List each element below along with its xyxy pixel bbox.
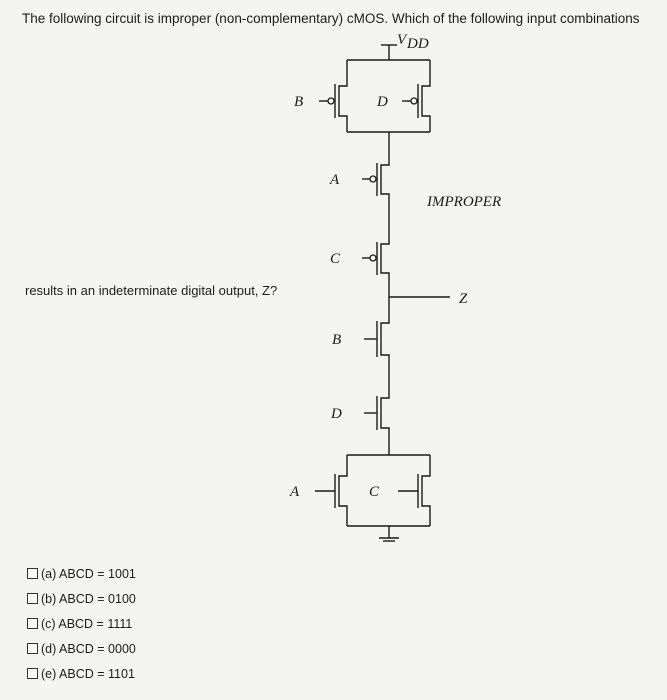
pmos-a-gate-label: A (329, 172, 340, 188)
ground-symbol (379, 526, 399, 542)
pmos-c-gate-label: C (330, 251, 341, 267)
cmos-circuit-diagram: V DD B D A C Z IMP (289, 32, 501, 542)
option-e-checkbox[interactable] (27, 668, 38, 679)
option-b[interactable]: (b) ABCD = 0100 (27, 586, 136, 611)
nmos-a: A (289, 455, 348, 526)
option-e-label: (e) ABCD = 1101 (41, 666, 135, 681)
nmos-d-gate-label: D (330, 406, 342, 422)
nmos-b-gate-label: B (332, 332, 341, 348)
option-a-label: (a) ABCD = 1001 (41, 566, 136, 581)
option-a-checkbox[interactable] (27, 568, 38, 579)
answer-options: (a) ABCD = 1001 (b) ABCD = 0100 (c) ABCD… (27, 561, 136, 686)
pmos-b: B (294, 60, 348, 132)
option-b-checkbox[interactable] (27, 593, 38, 604)
pmos-d-gate-label: D (376, 94, 388, 110)
nmos-d: D (330, 395, 390, 455)
improper-label: IMPROPER (426, 194, 501, 210)
option-a[interactable]: (a) ABCD = 1001 (27, 561, 136, 586)
vdd-subscript: DD (406, 36, 429, 52)
pmos-c: C (330, 230, 390, 297)
option-c[interactable]: (c) ABCD = 1111 (27, 611, 136, 636)
nmos-b: B (332, 297, 390, 395)
option-d-label: (d) ABCD = 0000 (41, 641, 136, 656)
pmos-d: D (376, 60, 431, 132)
option-b-label: (b) ABCD = 0100 (41, 591, 136, 606)
vdd-label: V (397, 32, 408, 48)
question-line-2: results in an indeterminate digital outp… (25, 283, 278, 298)
question-line-1: The following circuit is improper (non-c… (22, 11, 640, 26)
vdd-supply: V DD (381, 32, 429, 60)
pmos-a: A (329, 160, 390, 230)
option-d-checkbox[interactable] (27, 643, 38, 654)
nmos-a-gate-label: A (289, 484, 300, 500)
nmos-c: C (369, 455, 431, 526)
pmos-b-gate-label: B (294, 94, 303, 110)
output-label: Z (459, 291, 468, 307)
output-node: Z (389, 291, 468, 307)
option-c-label: (c) ABCD = 1111 (41, 616, 133, 631)
option-c-checkbox[interactable] (27, 618, 38, 629)
nmos-c-gate-label: C (369, 484, 380, 500)
option-e[interactable]: (e) ABCD = 1101 (27, 661, 136, 686)
option-d[interactable]: (d) ABCD = 0000 (27, 636, 136, 661)
